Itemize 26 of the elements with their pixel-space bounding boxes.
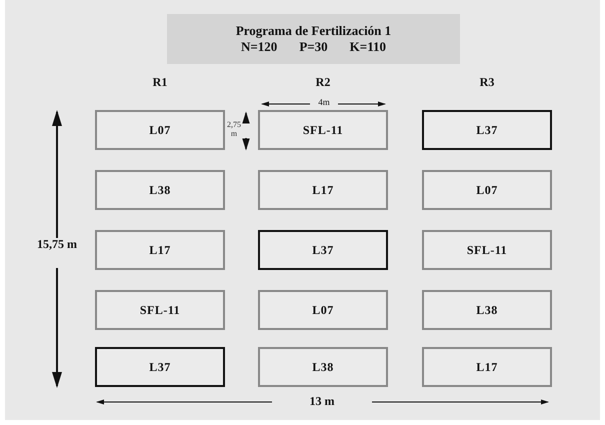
dimension-label: 15,75 m [36, 238, 78, 252]
nutrient-dose: K=110 [350, 39, 386, 55]
plot-box: SFL-11 [422, 230, 552, 270]
plot-box: L17 [422, 347, 552, 387]
plot-box: L17 [95, 230, 225, 270]
column-heading: R1 [152, 76, 168, 90]
plot-box: L07 [258, 290, 388, 330]
plot-box: SFL-11 [258, 110, 388, 150]
dimension-label: 13 m [308, 395, 336, 408]
dimension-label: 2,75m [226, 121, 242, 139]
nutrient-dose: P=30 [299, 39, 328, 55]
plot-box: L37 [258, 230, 388, 270]
plot-box: L37 [95, 347, 225, 387]
plot-box: L07 [422, 170, 552, 210]
plot-box: L38 [258, 347, 388, 387]
plot-box: L38 [422, 290, 552, 330]
title: Programa de Fertilización 1 [236, 23, 392, 39]
plot-box: SFL-11 [95, 290, 225, 330]
plot-box: L17 [258, 170, 388, 210]
plot-box: L38 [95, 170, 225, 210]
column-heading: R3 [478, 76, 496, 90]
plot-box: L07 [95, 110, 225, 150]
dimension-label: 4m [317, 98, 331, 108]
column-heading: R2 [314, 76, 332, 90]
nutrient-dose: N=120 [241, 39, 278, 55]
plot-box: L37 [422, 110, 552, 150]
